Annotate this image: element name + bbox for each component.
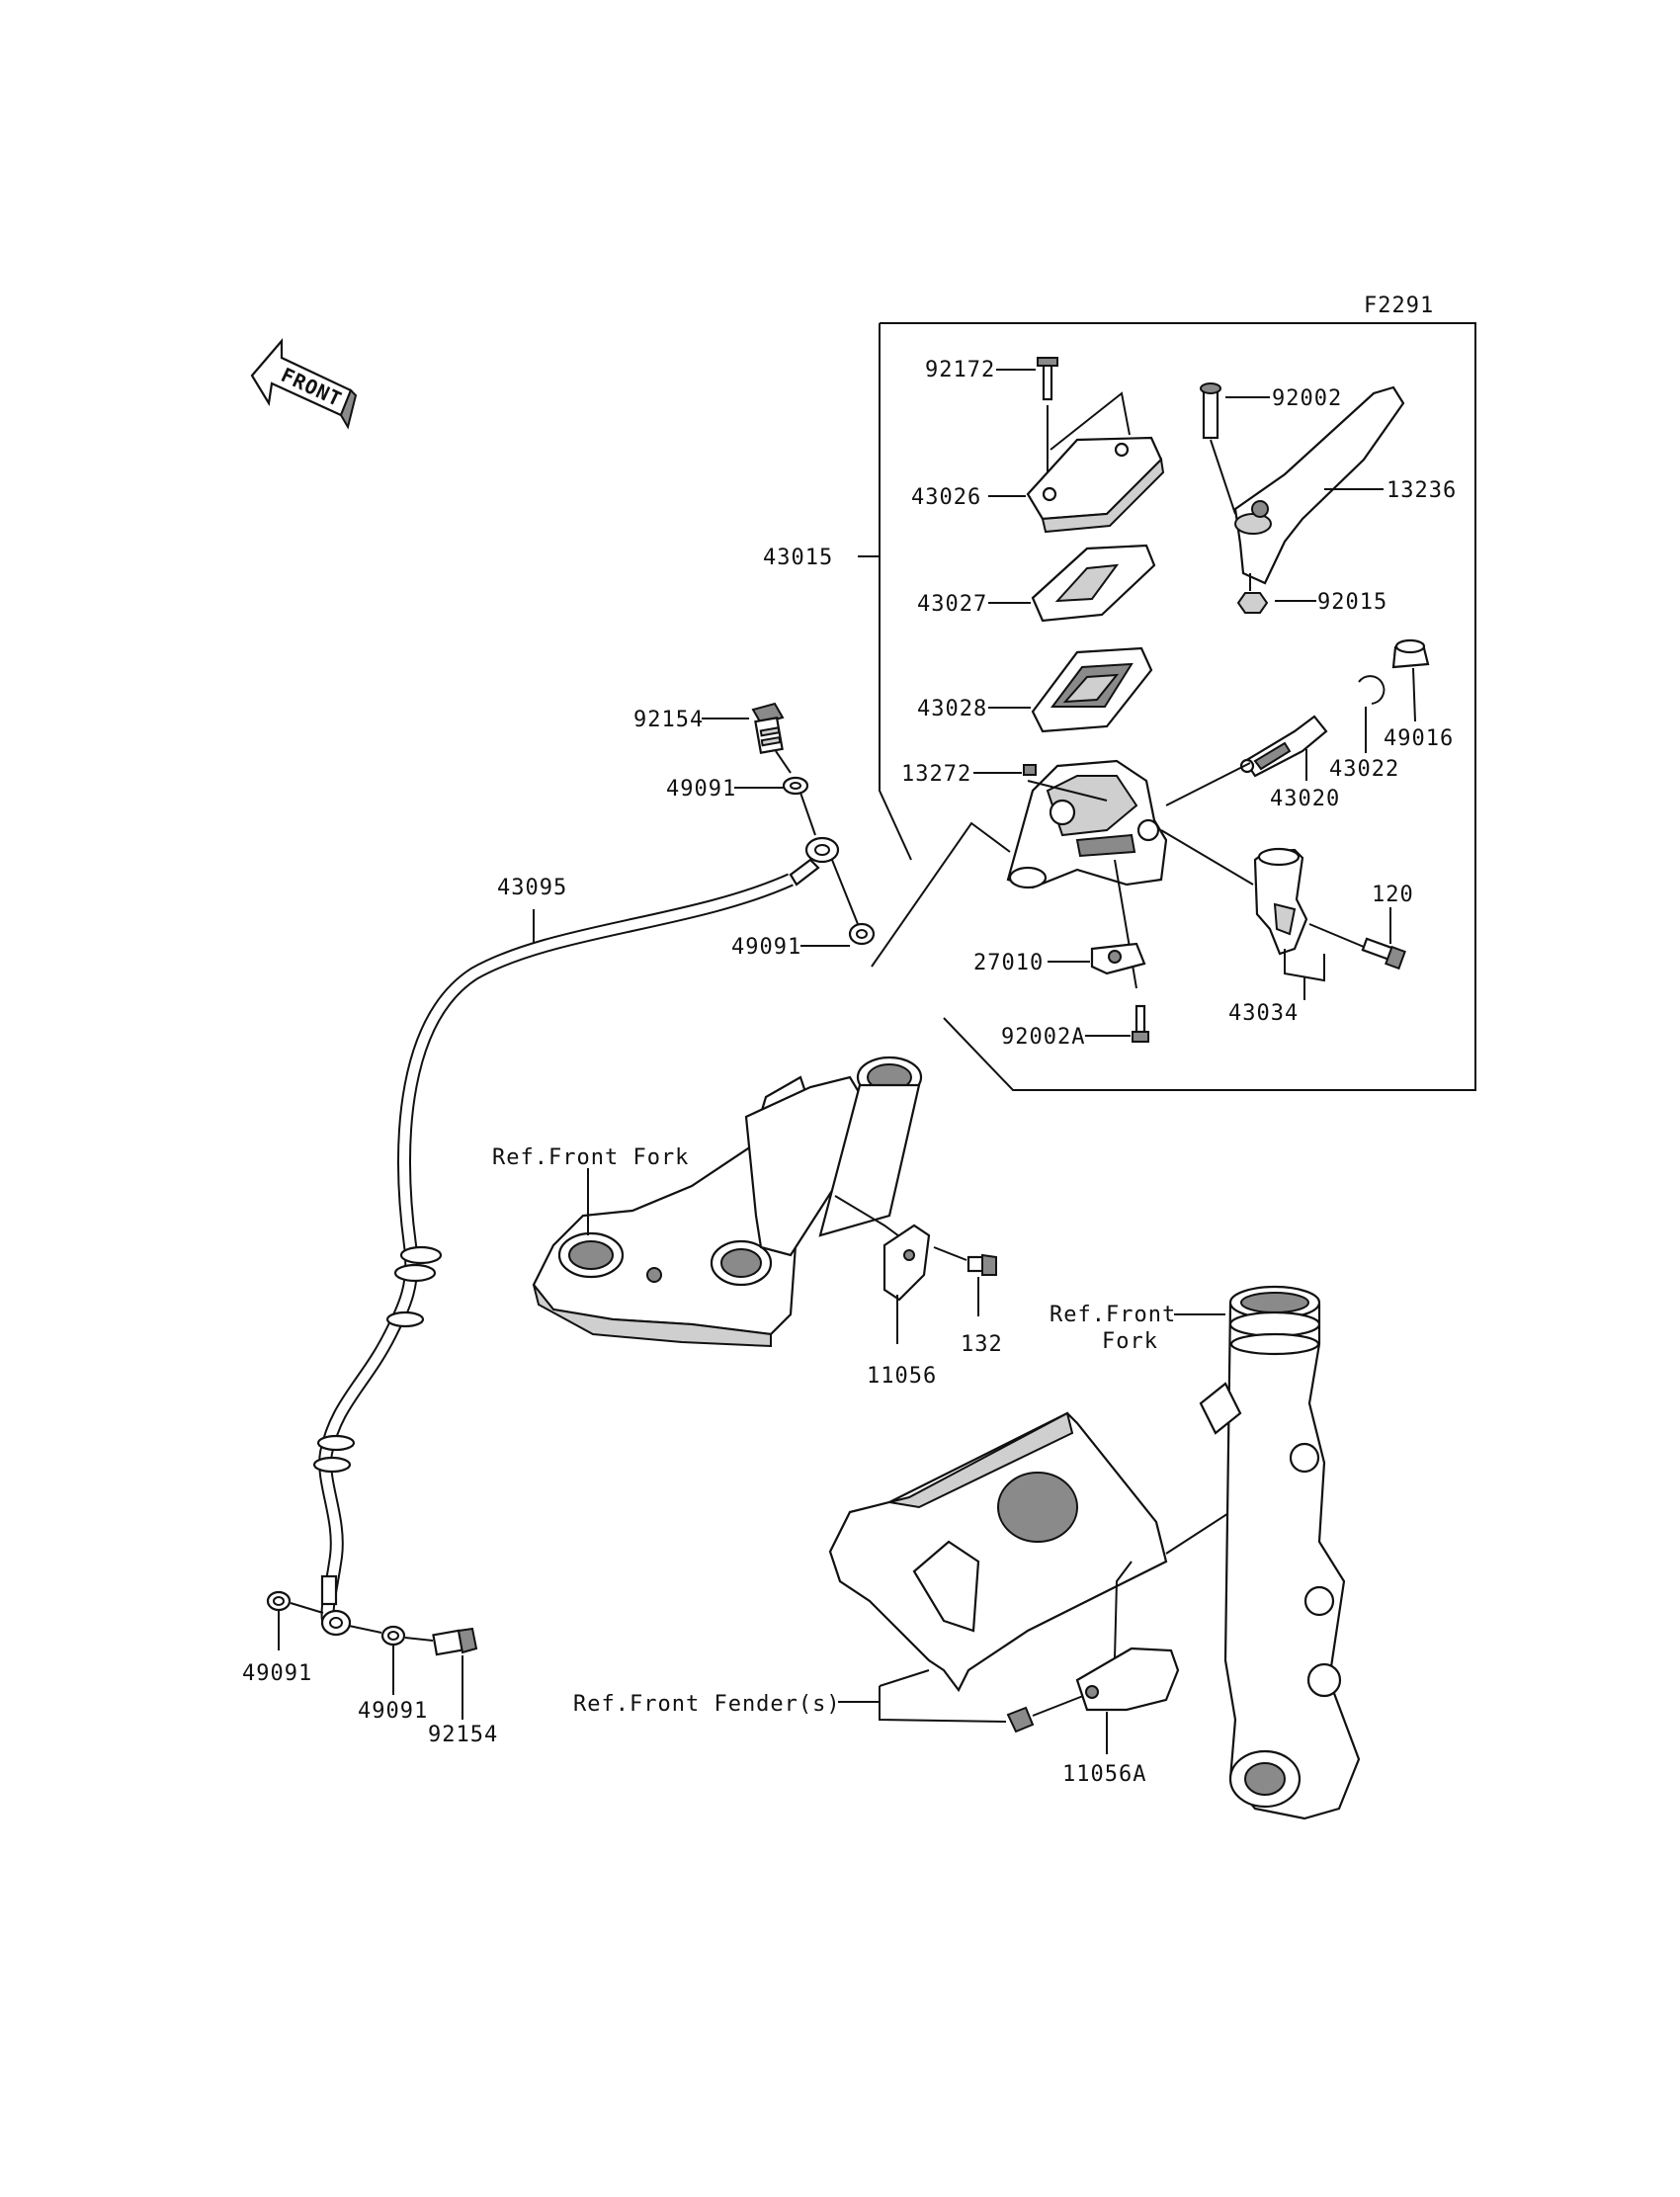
label-92015: 92015 <box>1317 590 1387 615</box>
clamp-11056 <box>882 1224 931 1302</box>
clamp-11056A <box>1075 1647 1180 1712</box>
holder-43034 <box>1253 847 1308 956</box>
bolt-120 <box>1361 937 1406 971</box>
label-43015: 43015 <box>763 546 833 570</box>
fender-bolt <box>1006 1706 1035 1733</box>
front-label: FRONT <box>278 363 346 411</box>
label-92002: 92002 <box>1272 386 1342 411</box>
banjo-fitting-lower <box>320 1609 352 1637</box>
washer-49091-a <box>782 776 809 796</box>
piston-kit-43020 <box>1239 715 1328 778</box>
label-11056A: 11056A <box>1062 1762 1146 1787</box>
diaphragm-43028 <box>1031 646 1153 733</box>
label-43026: 43026 <box>911 485 981 510</box>
bolt-132 <box>966 1253 997 1276</box>
label-49091-b: 49091 <box>731 935 801 960</box>
washer-49091-d <box>380 1625 406 1647</box>
washer-49091-b <box>848 922 876 946</box>
brake-lever-13236 <box>1233 385 1405 585</box>
label-43020: 43020 <box>1270 787 1340 811</box>
label-11056: 11056 <box>867 1364 937 1389</box>
label-49016: 49016 <box>1384 726 1454 751</box>
banjo-fitting-upper <box>789 836 840 887</box>
reservoir-cap-43026 <box>1026 436 1165 534</box>
front-fork-leg <box>1199 1285 1361 1820</box>
label-49091-d: 49091 <box>358 1699 428 1724</box>
pivot-bolt-92002 <box>1200 382 1221 440</box>
screw-13272 <box>1023 764 1037 776</box>
brake-hose-43095 <box>312 873 794 1622</box>
front-arrow-icon: FRONT <box>250 338 358 430</box>
label-43028: 43028 <box>917 697 987 721</box>
label-120: 120 <box>1372 883 1414 907</box>
label-92002A: 92002A <box>1001 1025 1085 1050</box>
label-27010: 27010 <box>973 951 1044 975</box>
label-132: 132 <box>961 1332 1003 1357</box>
boot-49016 <box>1391 638 1430 669</box>
banjo-bolt-92154-top <box>751 702 785 754</box>
master-cylinder-box <box>858 322 1476 1091</box>
label-43034: 43034 <box>1228 1001 1299 1026</box>
label-ref-front-fork-2b: Fork <box>1102 1329 1158 1354</box>
screw-92172 <box>1037 357 1058 401</box>
label-ref-front-fenders: Ref.Front Fender(s) <box>573 1692 841 1717</box>
label-43022: 43022 <box>1329 757 1399 782</box>
upper-triple-clamp <box>532 1056 923 1348</box>
diaphragm-plate-43027 <box>1031 544 1156 623</box>
label-13236: 13236 <box>1386 478 1457 503</box>
diagram-code: F2291 <box>1364 294 1434 318</box>
label-13272: 13272 <box>901 762 971 787</box>
label-43095: 43095 <box>497 876 567 900</box>
label-ref-front-fork-2a: Ref.Front <box>1050 1303 1176 1327</box>
circlip-43022 <box>1358 675 1386 705</box>
label-92154-top: 92154 <box>633 708 704 732</box>
master-cylinder-body <box>1006 759 1168 889</box>
label-92154-bottom: 92154 <box>428 1723 498 1747</box>
screw-92002A <box>1132 1004 1149 1043</box>
banjo-bolt-92154-bottom <box>432 1627 478 1656</box>
label-43027: 43027 <box>917 592 987 617</box>
front-fender <box>828 1411 1168 1693</box>
brake-switch-27010 <box>1090 942 1146 975</box>
washer-49091-c <box>266 1590 292 1612</box>
nut-92015 <box>1236 592 1269 614</box>
label-49091-a: 49091 <box>666 777 736 802</box>
label-92172: 92172 <box>925 358 995 382</box>
label-ref-front-fork-1: Ref.Front Fork <box>492 1145 689 1170</box>
label-49091-c: 49091 <box>242 1661 312 1686</box>
